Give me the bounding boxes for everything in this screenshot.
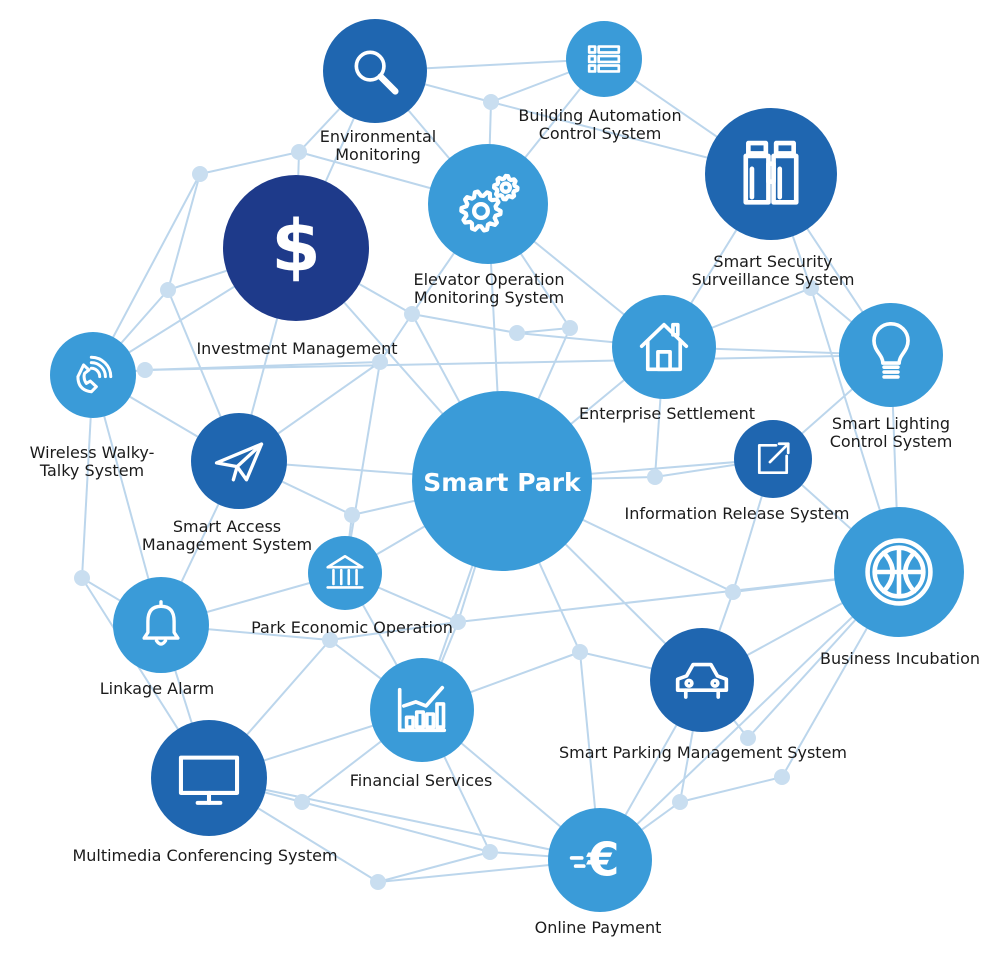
online-payment-label: Online Payment — [534, 918, 662, 937]
junction-dot — [291, 144, 307, 160]
junction-dot — [344, 507, 360, 523]
junction-dot — [572, 644, 588, 660]
smart-access-label: Smart Access Management System — [141, 517, 313, 554]
elevator-operation-circle — [428, 144, 548, 264]
monitor-icon — [178, 755, 240, 805]
online-payment-circle — [548, 808, 652, 912]
smart-parking-circle — [650, 628, 754, 732]
junction-dot — [294, 794, 310, 810]
smart-parking-label: Smart Parking Management System — [558, 743, 848, 762]
network-edge — [144, 354, 892, 371]
network-edge — [516, 327, 571, 334]
network-edge — [329, 621, 459, 641]
multimedia-conferencing-label: Multimedia Conferencing System — [72, 846, 338, 865]
junction-dot — [137, 362, 153, 378]
euro-icon: € — [569, 832, 619, 886]
node-icons: $€ — [76, 45, 933, 886]
svg-text:$: $ — [271, 205, 321, 288]
investment-management-circle — [223, 175, 369, 321]
phone-signal-icon — [76, 355, 113, 394]
junction-dot — [647, 469, 663, 485]
ball-icon — [865, 538, 933, 606]
financial-services-circle — [370, 658, 474, 762]
junction-dot — [370, 874, 386, 890]
gears-icon — [459, 173, 520, 233]
junction-dot — [740, 730, 756, 746]
network-edge — [599, 571, 900, 861]
network-edge — [208, 777, 601, 861]
smart-access-circle — [191, 413, 287, 509]
node-circles — [50, 19, 964, 912]
junction-dot — [672, 794, 688, 810]
center-label: Smart Park — [423, 468, 581, 497]
bell-icon — [142, 600, 180, 646]
junction-dot — [803, 280, 819, 296]
wireless-walky-talky-circle — [50, 332, 136, 418]
junction-dot — [725, 584, 741, 600]
building-automation-circle — [566, 21, 642, 97]
junction-dot — [160, 282, 176, 298]
junction-dot — [509, 325, 525, 341]
business-incubation-label: Business Incubation — [819, 649, 981, 668]
linkage-alarm-circle — [113, 577, 209, 673]
junction-dot — [562, 320, 578, 336]
junction-dot — [192, 166, 208, 182]
elevator-operation-label: Elevator Operation Monitoring System — [413, 270, 565, 307]
junction-dot — [74, 570, 90, 586]
network-junctions — [74, 94, 819, 890]
network-edge — [411, 313, 518, 334]
environmental-monitoring-circle — [323, 19, 427, 123]
building-automation-label: Building Automation Control System — [518, 106, 682, 143]
bank-icon — [326, 554, 364, 589]
park-economic-circle — [308, 536, 382, 610]
smart-lighting-circle — [839, 303, 943, 407]
financial-services-label: Financial Services — [349, 771, 493, 790]
enterprise-settlement-circle — [612, 295, 716, 399]
smart-security-circle — [705, 108, 837, 240]
dollar-icon: $ — [271, 205, 321, 288]
network-edge — [167, 173, 201, 291]
light-bulb-icon — [872, 321, 910, 379]
bar-chart-icon — [397, 685, 447, 733]
linkage-alarm-label: Linkage Alarm — [99, 679, 215, 698]
environmental-monitoring-label: Environmental Monitoring — [319, 127, 437, 164]
magnifier-icon — [354, 50, 399, 95]
network-edge — [379, 313, 413, 363]
smart-lighting-label: Smart Lighting Control System — [829, 414, 953, 451]
svg-text:€: € — [586, 832, 619, 886]
junction-dot — [482, 844, 498, 860]
information-release-label: Information Release System — [624, 504, 850, 523]
junction-dot — [322, 632, 338, 648]
junction-dot — [404, 306, 420, 322]
junction-dot — [483, 94, 499, 110]
multimedia-conferencing-circle — [151, 720, 267, 836]
enterprise-settlement-label: Enterprise Settlement — [578, 404, 756, 423]
car-icon — [675, 662, 729, 699]
park-economic-label: Park Economic Operation — [251, 618, 453, 637]
junction-dot — [372, 354, 388, 370]
edit-arrow-icon — [757, 442, 790, 475]
junction-dot — [774, 769, 790, 785]
network-edge — [377, 851, 491, 883]
wireless-walky-talky-label: Wireless Walky- Talky System — [29, 443, 155, 480]
network-edge — [679, 776, 783, 803]
network-edge — [301, 801, 491, 853]
smart-security-label: Smart Security Surveillance System — [691, 252, 855, 289]
paper-plane-icon — [214, 442, 264, 482]
house-icon — [639, 322, 689, 372]
binoculars-icon — [743, 140, 799, 205]
investment-management-label: Investment Management — [196, 339, 398, 358]
smart-park-center-circle — [412, 391, 592, 571]
junction-dot — [450, 614, 466, 630]
list-icon — [587, 45, 621, 73]
network-edge — [199, 151, 300, 175]
